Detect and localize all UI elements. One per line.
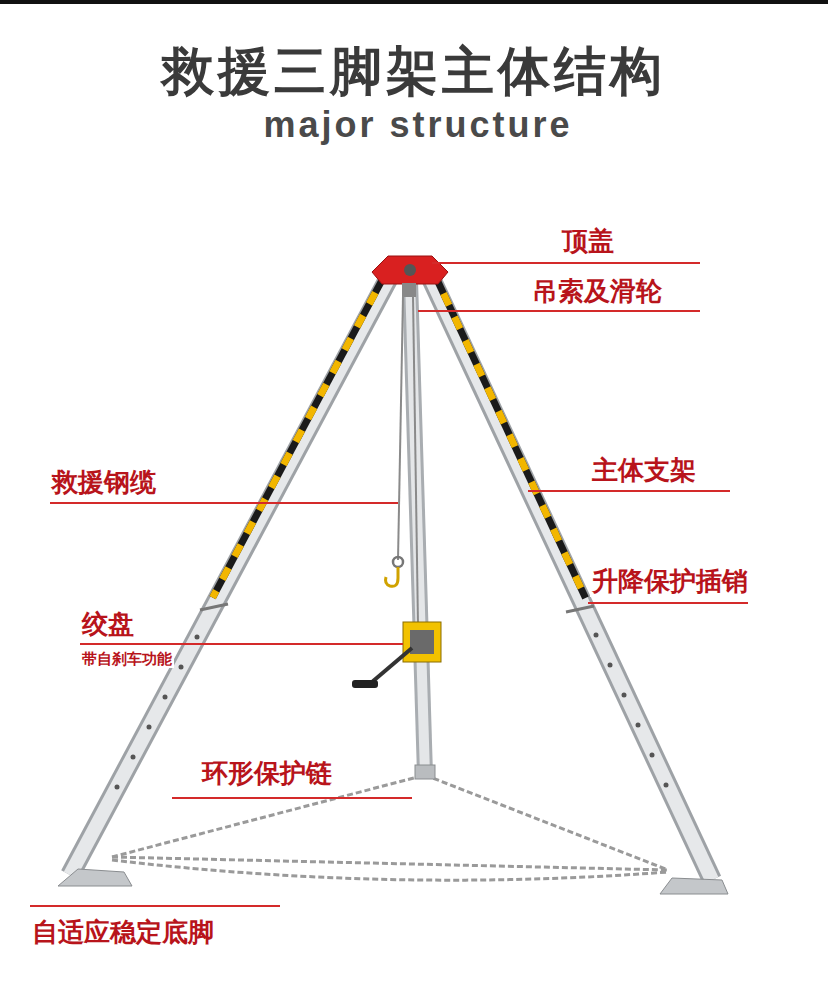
hook xyxy=(393,557,403,567)
part-label: 顶盖 xyxy=(560,226,616,257)
title: 救援三脚架主体结构 xyxy=(0,40,828,102)
top-bar xyxy=(0,0,828,4)
pulley xyxy=(402,283,416,297)
winch-drum xyxy=(410,630,434,654)
winch-handle xyxy=(372,648,412,682)
part-label: 升降保护插销 xyxy=(590,566,750,597)
warning-stripe xyxy=(213,270,388,598)
rear-leg-face xyxy=(410,280,425,775)
warning-stripe xyxy=(213,270,388,598)
winch-grip xyxy=(352,680,378,688)
part-label: 主体支架 xyxy=(590,455,698,486)
part-label: 环形保护链 xyxy=(200,758,334,789)
rear-foot xyxy=(415,765,435,779)
hook xyxy=(386,567,399,586)
rear-leg xyxy=(410,280,425,775)
warning-stripe xyxy=(433,270,586,598)
ring-chain xyxy=(112,775,668,880)
subtitle: major structure xyxy=(4,103,828,146)
part-label: 自适应稳定底脚 xyxy=(30,917,216,948)
lock-pin xyxy=(200,604,594,612)
adjust-holes xyxy=(115,633,669,790)
rescue-cable xyxy=(398,296,403,560)
part-label: 绞盘 xyxy=(80,609,136,640)
left-leg xyxy=(70,272,392,875)
foot-plate xyxy=(58,869,132,886)
warning-stripe xyxy=(433,270,586,598)
note: 带自刹车功能 xyxy=(80,650,174,668)
pulley-hub xyxy=(404,264,416,276)
part-label: 救援钢缆 xyxy=(50,467,158,498)
foot-plate xyxy=(660,878,728,894)
part-label: 吊索及滑轮 xyxy=(530,276,664,307)
rescue-cable xyxy=(413,296,418,625)
winch xyxy=(403,622,441,662)
top-cap xyxy=(372,256,448,284)
left-leg-face xyxy=(70,272,392,875)
